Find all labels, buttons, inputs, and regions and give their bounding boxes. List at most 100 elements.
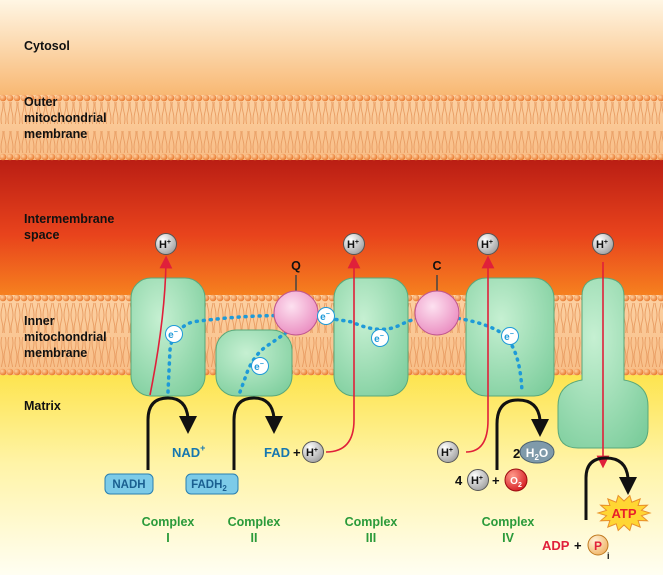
intermembrane-region: [0, 160, 663, 295]
phospholipid-head: [118, 94, 126, 102]
phospholipid-head: [405, 94, 413, 102]
phospholipid-head: [125, 153, 133, 161]
phospholipid-head: [370, 153, 378, 161]
phospholipid-head: [181, 153, 189, 161]
phospholipid-head: [97, 153, 105, 161]
phospholipid-head: [76, 94, 84, 102]
phospholipid-head: [384, 94, 392, 102]
phospholipid-head: [111, 94, 119, 102]
cytosol-region: [0, 0, 663, 95]
plus-adp: +: [574, 538, 582, 553]
phospholipid-head: [55, 153, 63, 161]
inner-membrane-label-2: mitochondrial: [24, 330, 107, 344]
phospholipid-head: [426, 94, 434, 102]
phospholipid-head: [608, 153, 616, 161]
phospholipid-head: [426, 153, 434, 161]
proton-text: H+: [481, 239, 493, 251]
phospholipid-head: [300, 94, 308, 102]
phospholipid-head: [48, 368, 56, 376]
oxygen-molecule: [504, 468, 528, 492]
phospholipid-head: [587, 94, 595, 102]
phospholipid-head: [573, 153, 581, 161]
phospholipid-head: [538, 153, 546, 161]
nadh-label: NADH: [112, 479, 145, 491]
phospholipid-head: [496, 153, 504, 161]
phospholipid-head: [104, 153, 112, 161]
phospholipid-head: [419, 153, 427, 161]
proton: H+: [302, 441, 324, 463]
phospholipid-head: [104, 368, 112, 376]
outer-membrane-label-1: Outer: [24, 95, 57, 109]
phospholipid-head: [223, 294, 231, 302]
phospholipid-head: [293, 94, 301, 102]
c-label: C: [432, 259, 441, 273]
phospholipid-head: [370, 94, 378, 102]
intermembrane-label-1: Intermembrane: [24, 212, 114, 226]
phospholipid-head: [454, 153, 462, 161]
phospholipid-head: [566, 153, 574, 161]
phospholipid-head: [391, 153, 399, 161]
phospholipid-head: [230, 294, 238, 302]
water-coefficient: 2: [513, 446, 520, 461]
phospholipid-head: [153, 153, 161, 161]
phospholipid-head: [76, 153, 84, 161]
phospholipid-head: [55, 368, 63, 376]
phospholipid-head: [419, 368, 427, 376]
phospholipid-head: [27, 294, 35, 302]
reaction-arrow-complex-ii: [232, 396, 283, 470]
phospholipid-head: [615, 153, 623, 161]
phospholipid-head: [601, 153, 609, 161]
electron: e−: [251, 357, 269, 375]
phospholipid-head: [391, 94, 399, 102]
phospholipid-head: [265, 94, 273, 102]
phospholipid-head: [202, 153, 210, 161]
phospholipid-head: [643, 153, 651, 161]
phospholipid-head: [20, 294, 28, 302]
phospholipid-head: [69, 368, 77, 376]
phospholipid-head: [636, 294, 644, 302]
phospholipid-head: [412, 94, 420, 102]
phospholipid-head: [209, 368, 217, 376]
phospholipid-head: [398, 94, 406, 102]
proton: H+: [437, 441, 459, 463]
phospholipid-head: [258, 294, 266, 302]
phospholipid-head: [503, 153, 511, 161]
phospholipid-head: [76, 368, 84, 376]
proton-coefficient: 4: [455, 473, 463, 488]
phospholipid-head: [258, 153, 266, 161]
phospholipid-head: [13, 368, 21, 376]
phospholipid-head: [580, 153, 588, 161]
phospholipid-head: [146, 94, 154, 102]
phospholipid-head: [90, 94, 98, 102]
outer-membrane-label-3: membrane: [24, 127, 87, 141]
proton-text: H+: [159, 239, 171, 251]
phospholipid-head: [0, 294, 7, 302]
phospholipid-head: [412, 153, 420, 161]
fadh2-box: [185, 473, 239, 495]
phospholipid-head: [454, 368, 462, 376]
phospholipid-head: [62, 94, 70, 102]
outer-membrane-label-2: mitochondrial: [24, 111, 107, 125]
phospholipid-head: [83, 94, 91, 102]
phospholipid-head: [244, 94, 252, 102]
phospholipid-head: [447, 368, 455, 376]
phospholipid-head: [321, 294, 329, 302]
electron: e−: [317, 307, 335, 325]
phospholipid-head: [412, 294, 420, 302]
phospholipid-head: [615, 94, 623, 102]
phospholipid-head: [6, 153, 14, 161]
phospholipid-head: [69, 153, 77, 161]
complex-iv-label-2: IV: [502, 531, 514, 545]
outer-membrane: [0, 94, 663, 161]
phospholipid-head: [13, 94, 21, 102]
phospholipid-head: [440, 368, 448, 376]
electron-text: e−: [168, 329, 178, 341]
phospholipid-head: [90, 368, 98, 376]
phospholipid-head: [62, 153, 70, 161]
phospholipid-head: [566, 294, 574, 302]
phospholipid-head: [335, 94, 343, 102]
phospholipid-head: [300, 153, 308, 161]
complex-iv-label-1: Complex: [482, 515, 535, 529]
phospholipid-head: [328, 153, 336, 161]
phospholipid-head: [55, 294, 63, 302]
